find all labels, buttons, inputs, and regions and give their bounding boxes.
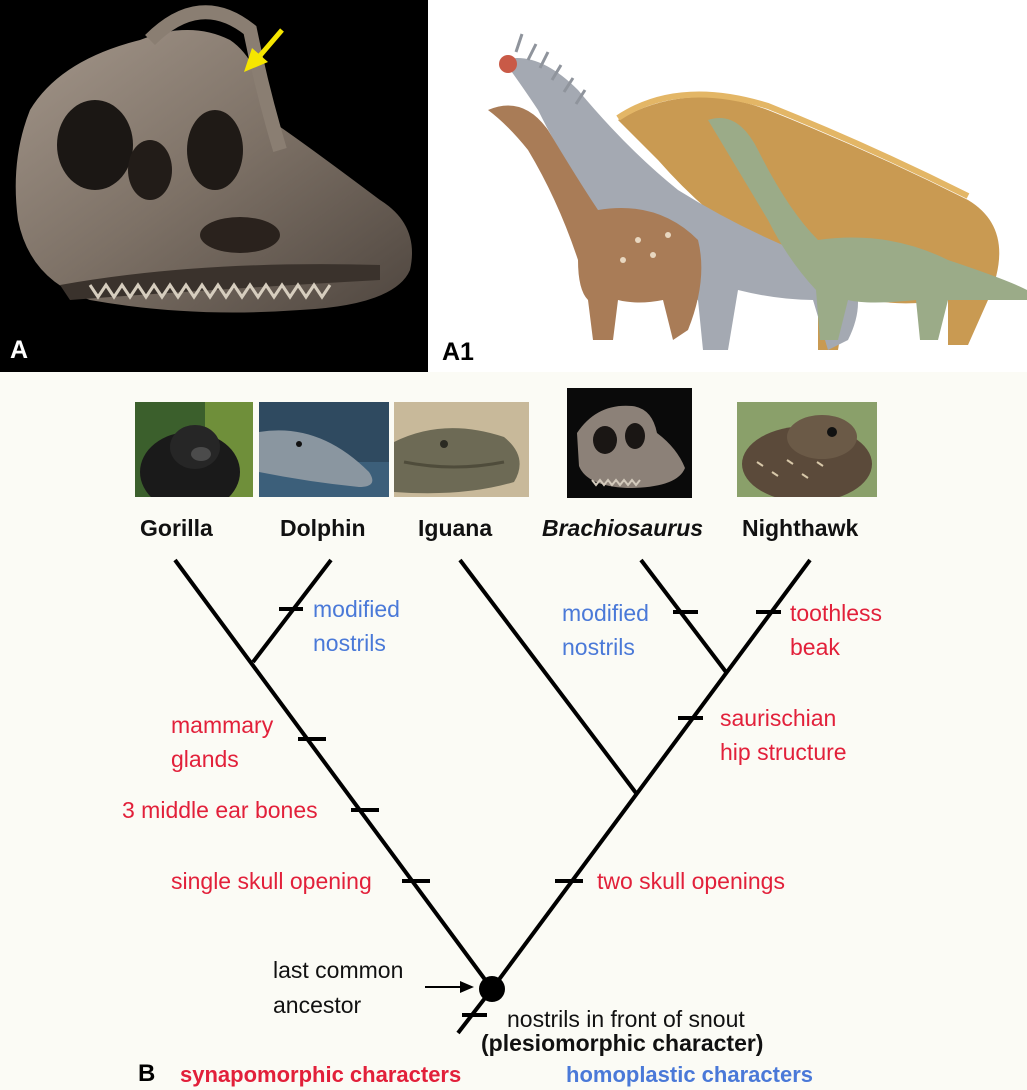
label-two-skull: two skull openings <box>597 864 785 898</box>
label-saurischian-hip: saurischian hip structure <box>720 701 847 769</box>
label-plesiomorphic: (plesiomorphic character) <box>481 1028 763 1058</box>
branch-iguana <box>460 560 636 793</box>
label-single-skull: single skull opening <box>171 864 372 898</box>
legend-homoplastic: homoplastic characters <box>566 1062 813 1088</box>
label-ear-bones: 3 middle ear bones <box>122 793 318 827</box>
label-mammary-glands: mammary glands <box>171 708 273 776</box>
label-last-common-ancestor: last common ancestor <box>273 953 403 1023</box>
ancestor-arrow-icon <box>425 981 474 993</box>
legend-synapomorphic: synapomorphic characters <box>180 1062 461 1088</box>
common-ancestor-node <box>479 976 505 1002</box>
branch-trunk-right <box>492 560 810 989</box>
label-brachio-nostrils: modified nostrils <box>562 596 649 664</box>
label-dolphin-nostrils: modified nostrils <box>313 592 400 660</box>
label-toothless-beak: toothless beak <box>790 596 882 664</box>
panel-label-b: B <box>138 1060 155 1088</box>
branch-brachiosaurus <box>641 560 726 672</box>
